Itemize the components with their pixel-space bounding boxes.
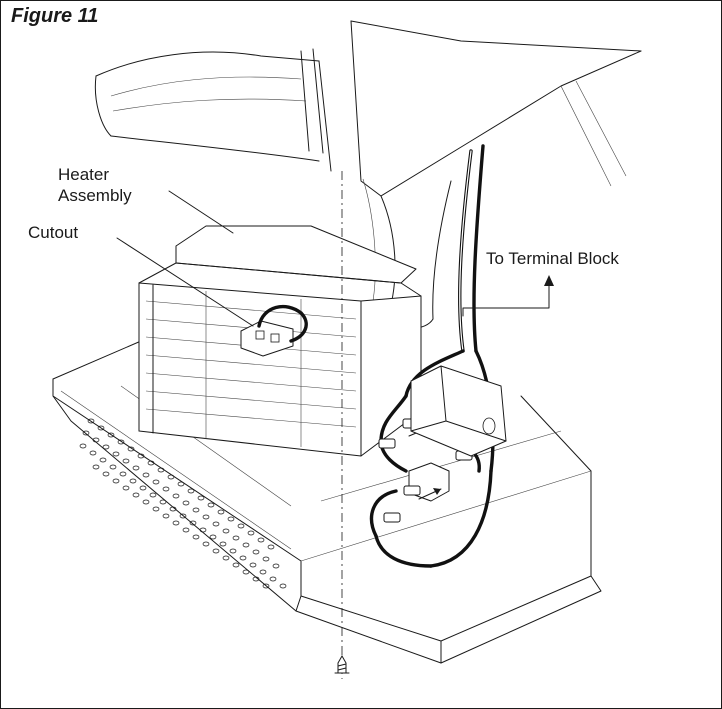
cutout-thermostat	[240, 320, 294, 357]
figure-title: Figure 11	[11, 5, 99, 27]
callout-heater-line2: Assembly	[58, 186, 132, 205]
callout-heater-line1: Heater	[58, 165, 110, 184]
callout-terminal-block: To Terminal Block	[486, 249, 619, 268]
perforation-pattern	[79, 418, 287, 589]
mounting-bracket	[410, 365, 507, 457]
callout-cutout: Cutout	[28, 223, 79, 242]
leader-lines	[116, 190, 554, 327]
upper-cabinet	[94, 20, 642, 329]
screw-icon	[334, 654, 350, 674]
